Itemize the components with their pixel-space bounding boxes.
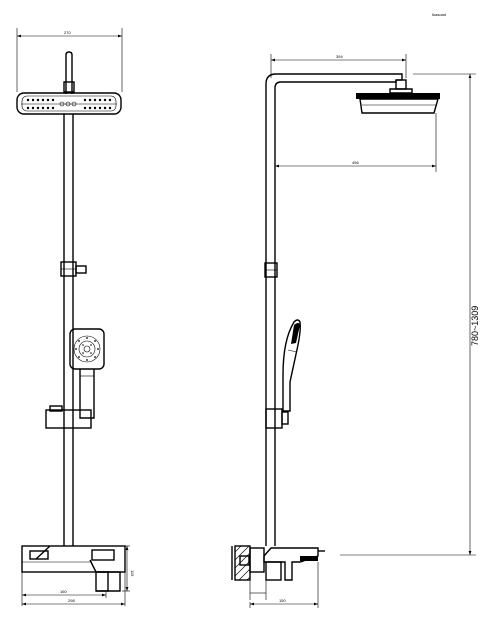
rain-shower-head-side — [356, 79, 440, 114]
svg-text:456: 456 — [352, 160, 359, 165]
side-view: 394 456 — [231, 54, 480, 608]
shower-arm — [65, 51, 73, 94]
mixer-body-side — [249, 547, 325, 581]
rain-shower-head-front — [16, 92, 122, 115]
svg-text:780~1309: 780~1309 — [470, 306, 480, 346]
svg-text:150: 150 — [279, 598, 286, 603]
hand-shower-holder-side — [265, 408, 289, 429]
svg-text:115: 115 — [130, 570, 135, 577]
corner-mark: Ikasoad — [432, 12, 446, 17]
dim-base-small — [249, 580, 267, 600]
riser-connector-side — [264, 262, 278, 278]
hand-shower-holder-front — [45, 405, 92, 429]
svg-text:394: 394 — [336, 54, 343, 59]
riser-connector-front — [60, 261, 87, 277]
dim-body-width: 298 — [22, 572, 126, 606]
arm-connector — [63, 81, 75, 93]
svg-text:298: 298 — [68, 598, 75, 603]
dim-arm-length: 394 — [270, 54, 407, 78]
hand-shower-front — [69, 328, 105, 419]
dim-body-height: 115 — [118, 545, 135, 592]
dim-spout-offset: 160 — [21, 572, 107, 606]
dim-head-width: 270 — [16, 28, 123, 92]
wall-plate-side — [231, 545, 251, 581]
dim-head-reach: 456 — [275, 113, 437, 172]
svg-text:160: 160 — [60, 589, 67, 594]
hand-shower-side — [282, 319, 301, 412]
mixer-body-front — [21, 545, 126, 592]
dim-height-range: 780~1309 — [340, 73, 480, 556]
riser-pipe-side — [265, 73, 403, 546]
dim-base-depth: 150 — [249, 562, 319, 608]
svg-text:270: 270 — [64, 30, 71, 35]
front-view: 270 — [16, 28, 135, 606]
